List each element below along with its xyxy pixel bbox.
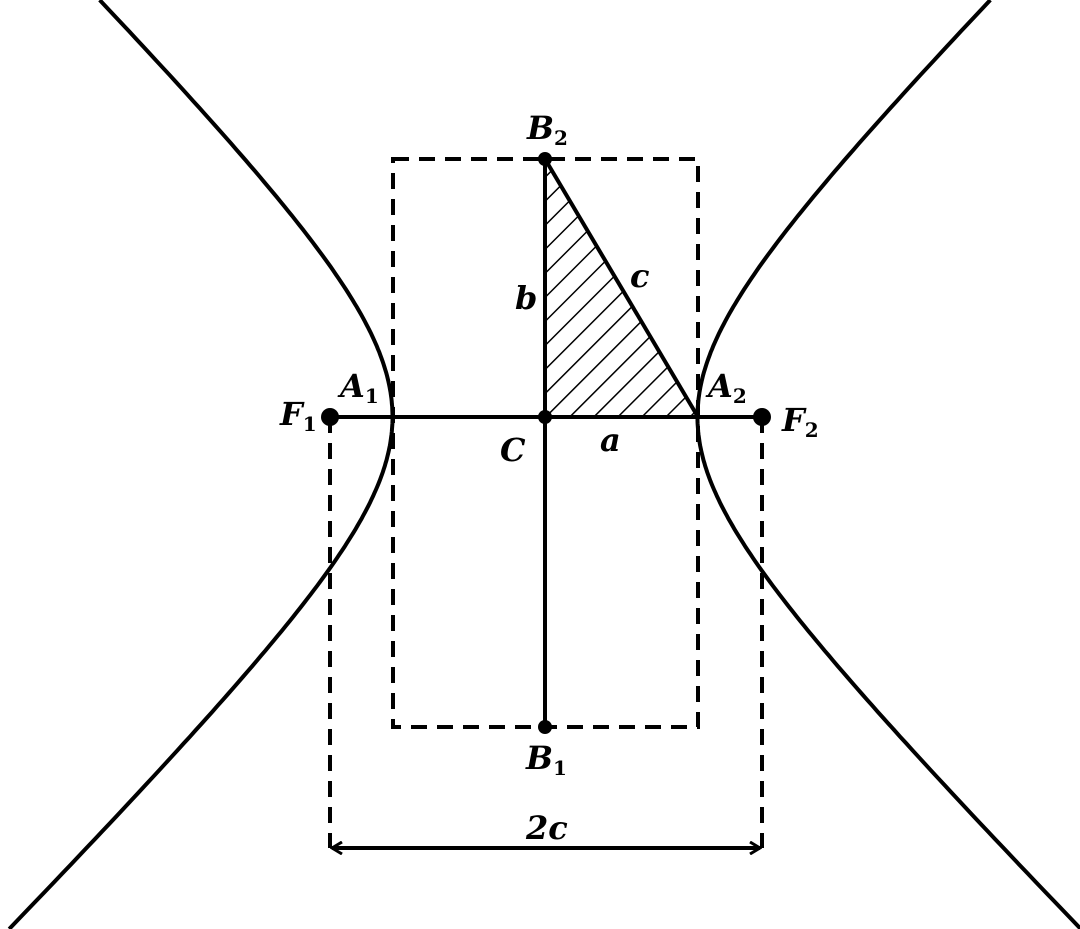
- point-F2: [753, 408, 771, 426]
- hyperbola-right-branch: [695, 0, 1080, 929]
- label-a: a: [600, 421, 621, 459]
- label-F2: F2: [782, 401, 819, 442]
- point-F1: [321, 408, 339, 426]
- point-B2: [538, 152, 552, 166]
- label-C: C: [500, 431, 526, 469]
- label-B1: B1: [526, 739, 567, 780]
- label-B2: B2: [527, 109, 568, 150]
- point-B1: [538, 720, 552, 734]
- label-c: c: [630, 257, 650, 295]
- hyperbola-left-branch: [7, 0, 395, 929]
- label-F1: F1: [280, 395, 317, 436]
- label-A2: A2: [708, 367, 747, 408]
- hypotenuse-c: [543, 157, 700, 419]
- label-A1: A1: [340, 367, 379, 408]
- point-C: [538, 410, 552, 424]
- label-2c: 2c: [526, 809, 568, 847]
- label-b: b: [515, 279, 538, 317]
